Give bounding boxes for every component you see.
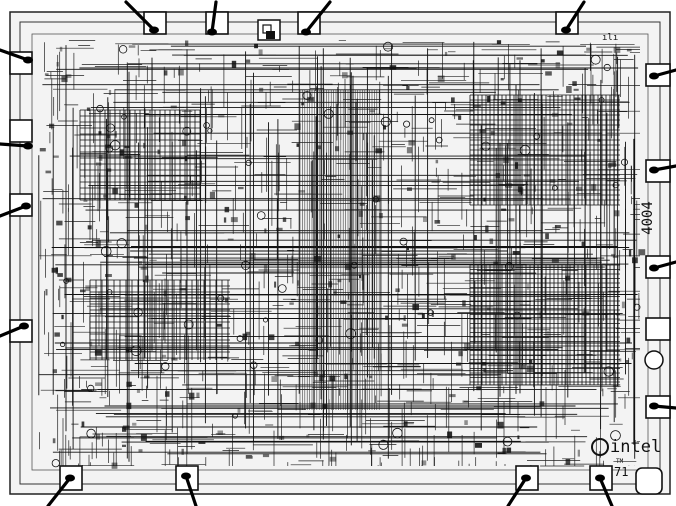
year-text: 71 xyxy=(614,465,628,479)
test-circle xyxy=(644,350,664,370)
intel-logo: intel TM 71 xyxy=(591,437,661,479)
part-number: 4004 xyxy=(640,201,656,235)
logo-text: intel xyxy=(610,437,661,457)
alignment-marks xyxy=(257,19,281,41)
trademark-text: TM xyxy=(616,458,624,465)
corner-mark: ılı xyxy=(602,33,618,43)
circuitry xyxy=(38,40,646,469)
